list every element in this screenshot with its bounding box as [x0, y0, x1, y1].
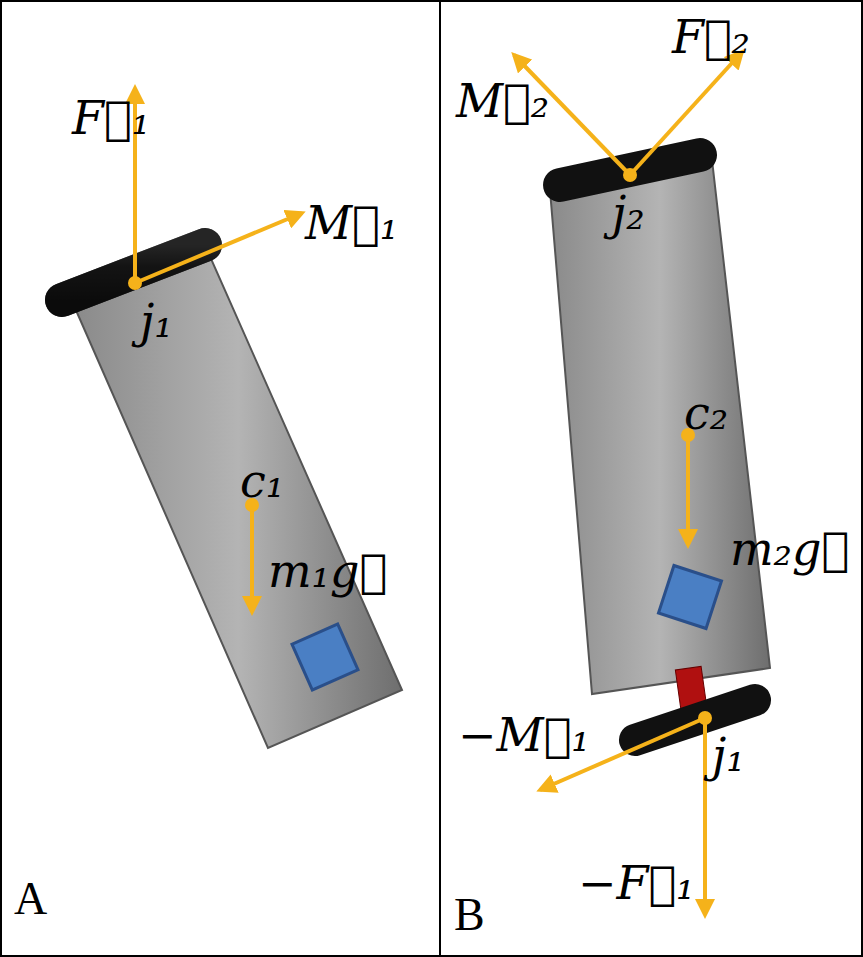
joint-label: j₁: [140, 298, 173, 344]
moment-label: M⃗₁: [305, 200, 398, 246]
link-body: [75, 252, 402, 748]
moment-label: −M⃗₁: [458, 712, 590, 758]
joint-cylinder: [560, 155, 700, 185]
com-label: c₂: [684, 390, 728, 436]
joint-label: j₂: [612, 190, 645, 236]
force-label: F⃗₁: [72, 95, 150, 141]
force-label: F⃗₂: [672, 14, 750, 60]
mass-block: [292, 624, 358, 690]
panel-letter: A: [14, 876, 47, 922]
link-body: [550, 160, 770, 694]
divider: [439, 0, 441, 957]
force-label: −F⃗₁: [578, 860, 695, 906]
moment-label: M⃗₂: [456, 78, 549, 124]
joint-label: j₁: [712, 732, 745, 778]
gravity-label: m₁g⃗: [268, 548, 387, 594]
panel-letter: B: [454, 892, 485, 938]
gravity-label: m₂g⃗: [730, 526, 849, 572]
com-label: c₁: [240, 458, 284, 504]
mass-block: [658, 565, 721, 628]
